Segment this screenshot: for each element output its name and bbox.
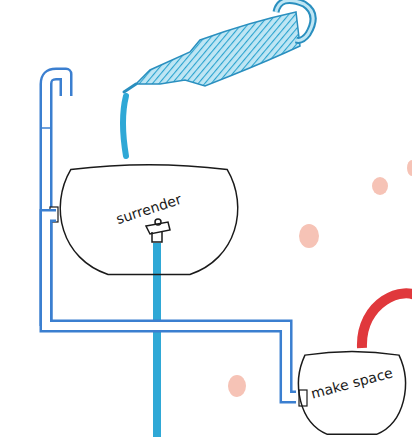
water-stream <box>123 96 126 156</box>
pot-node: surrender <box>56 160 242 278</box>
pot-outline <box>56 160 242 278</box>
pot-label: surrender <box>114 192 183 228</box>
pot-label: make space <box>309 365 394 402</box>
pipe-connector <box>46 215 296 396</box>
pot-node: make space <box>296 348 408 437</box>
faucet-stream <box>153 243 161 437</box>
faucet <box>146 219 170 242</box>
watering-can <box>124 0 313 92</box>
pink-dots <box>228 160 412 397</box>
pot-handle <box>362 293 412 348</box>
